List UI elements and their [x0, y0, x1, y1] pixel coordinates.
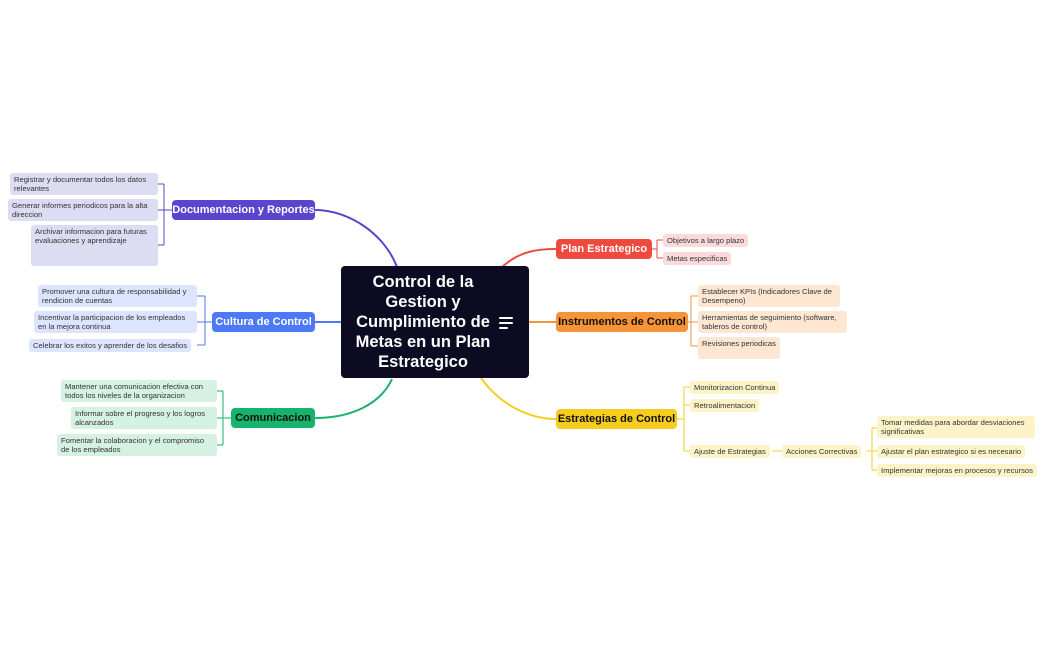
leaf-acciones-1[interactable]: Tomar medidas para abordar desviaciones … [877, 416, 1035, 438]
connector-documentacion [314, 209, 398, 268]
leaf-estrategias-1[interactable]: Monitorizacion Continua [690, 381, 780, 394]
leaf-documentacion-2[interactable]: Generar informes periodicos para la alta… [8, 199, 158, 221]
branch-instrumentos-de-control[interactable]: Instrumentos de Control [556, 312, 688, 332]
leaf-plan-1[interactable]: Objetivos a largo plazo [663, 234, 749, 247]
central-topic[interactable]: Control de la Gestion y Cumplimiento de … [341, 266, 529, 378]
branch-plan-estrategico[interactable]: Plan Estrategico [556, 239, 652, 259]
leaf-comunicacion-3[interactable]: Fomentar la colaboracion y el compromiso… [57, 434, 217, 456]
leaf-documentacion-1[interactable]: Registrar y documentar todos los datos r… [10, 173, 158, 195]
connector-plan [500, 248, 557, 269]
leaf-documentacion-3[interactable]: Archivar informacion para futuras evalua… [31, 225, 158, 266]
branch-documentacion-y-reportes[interactable]: Documentacion y Reportes [172, 200, 315, 220]
leaf-estrategias-2[interactable]: Retroalimentacion [690, 399, 760, 412]
leaf-instrumentos-2[interactable]: Herramientas de seguimiento (software, t… [698, 311, 847, 333]
leaf-estrategias-3[interactable]: Ajuste de Estrategias [690, 445, 770, 458]
leaf-acciones-3[interactable]: Implementar mejoras en procesos y recurs… [877, 464, 1037, 477]
central-topic-title: Control de la Gestion y Cumplimiento de … [355, 273, 491, 371]
leaf-comunicacion-1[interactable]: Mantener una comunicacion efectiva con t… [61, 380, 217, 402]
branch-cultura-de-control[interactable]: Cultura de Control [212, 312, 315, 332]
leaf-cultura-1[interactable]: Promover una cultura de responsabilidad … [38, 285, 197, 307]
connector-comunicacion [314, 378, 393, 419]
connector-estrategias [480, 377, 557, 420]
leaf-comunicacion-2[interactable]: Informar sobre el progreso y los logros … [71, 407, 217, 429]
menu-lines-icon[interactable] [499, 314, 513, 332]
leaf-acciones-2[interactable]: Ajustar el plan estrategico si es necesa… [877, 445, 1026, 458]
leaf-instrumentos-1[interactable]: Establecer KPIs (Indicadores Clave de De… [698, 285, 840, 307]
subtopic-acciones-correctivas[interactable]: Acciones Correctivas [782, 445, 862, 458]
branch-comunicacion[interactable]: Comunicacion [231, 408, 315, 428]
leaf-cultura-2[interactable]: Incentivar la participacion de los emple… [34, 311, 197, 333]
leaf-instrumentos-3[interactable]: Revisiones periodicas [698, 337, 780, 359]
leaf-plan-2[interactable]: Metas especificas [663, 252, 732, 265]
leaf-cultura-3[interactable]: Celebrar los exitos y aprender de los de… [29, 339, 192, 352]
branch-estrategias-de-control[interactable]: Estrategias de Control [556, 409, 677, 429]
